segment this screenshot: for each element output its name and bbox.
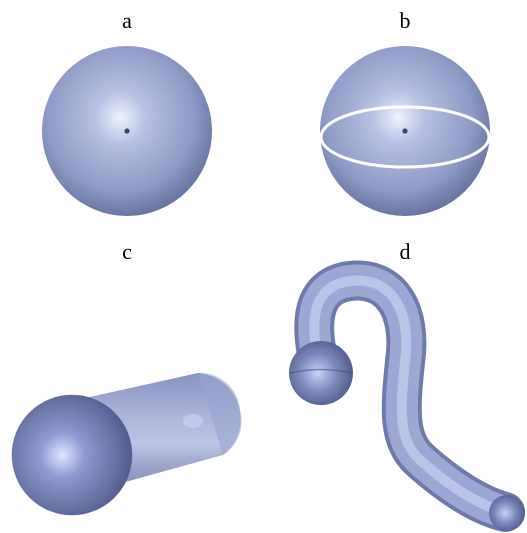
equator-ring-b [319, 105, 491, 169]
end-cap-sphere-d [489, 495, 525, 531]
start-cap-sphere-d [289, 341, 353, 405]
end-cap-sphere-c [12, 395, 132, 515]
panel-label-d: d [399, 239, 411, 264]
panel-label-c: c [122, 239, 132, 264]
panel-label-b: b [399, 8, 411, 33]
tube-d [289, 260, 525, 532]
sphere-b [319, 46, 491, 216]
panel-label-a: a [122, 8, 132, 33]
center-dot-b [402, 128, 408, 134]
cylinder-c [11, 372, 242, 516]
sphere-a [42, 46, 212, 216]
center-dot-a [124, 128, 130, 134]
